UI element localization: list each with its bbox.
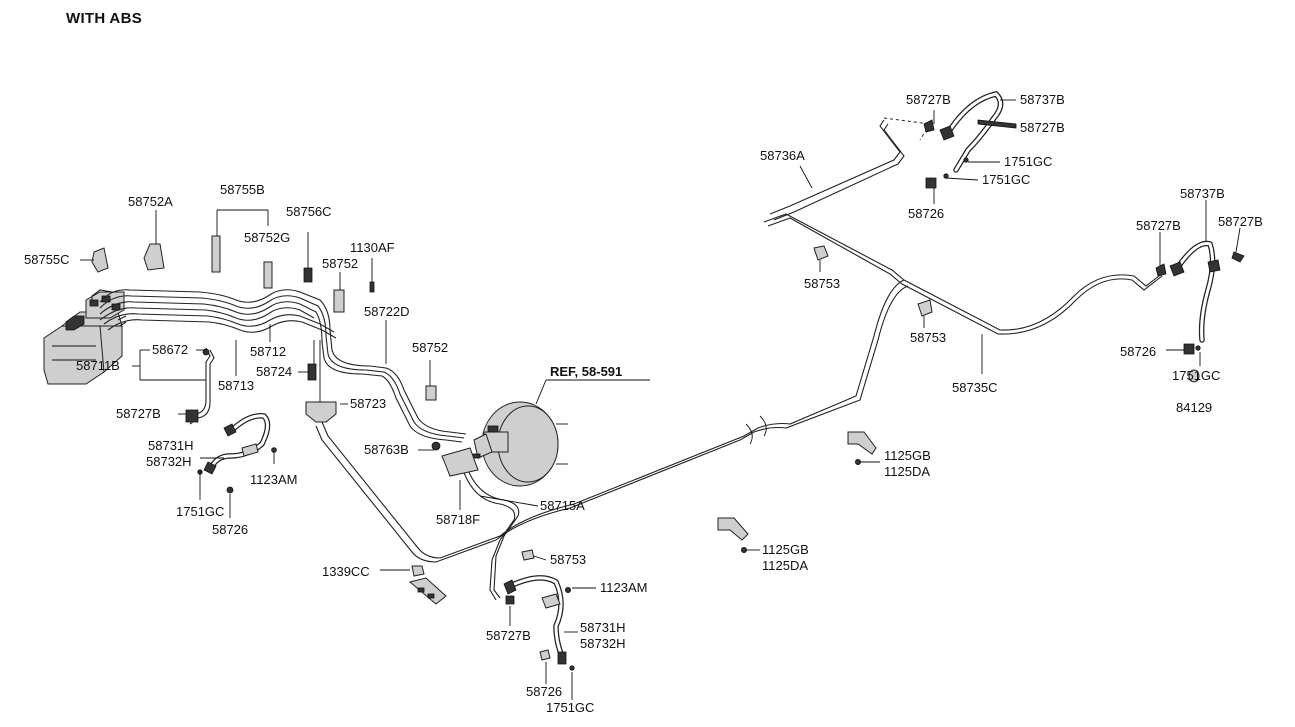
label-58726-bottom: 58726 — [526, 684, 562, 699]
label-58752a: 58752A — [128, 194, 173, 209]
pipe-clips — [91, 235, 933, 605]
label-1125gb-2: 1125GB — [762, 542, 809, 557]
label-58737b-right: 58737B — [1180, 186, 1225, 201]
label-1123am-bottom: 1123AM — [600, 580, 647, 595]
label-58711b: 58711B — [76, 358, 120, 373]
label-1751gc-top-2: 1751GC — [982, 172, 1030, 187]
label-58723: 58723 — [350, 396, 386, 411]
label-58755b: 58755B — [220, 182, 265, 197]
label-58727b-top: 58727B — [906, 92, 951, 107]
label-58752-lower: 58752 — [412, 340, 448, 355]
label-58763b: 58763B — [364, 442, 409, 457]
label-58732h-left: 58732H — [146, 454, 192, 469]
label-58724: 58724 — [256, 364, 292, 379]
label-58713: 58713 — [218, 378, 254, 393]
label-84129: 84129 — [1176, 400, 1212, 415]
label-58731h-left: 58731H — [148, 438, 194, 453]
part-labels: 58727B 58737B 58727B 58736A 1751GC 1751G… — [24, 92, 1263, 715]
label-1125gb-1: 1125GB — [884, 448, 931, 463]
rear-brake-pipe — [315, 279, 909, 601]
label-58727b-left: 58727B — [116, 406, 161, 421]
label-58753-right-2: 58753 — [910, 330, 946, 345]
rear-hose-assembly-lower — [503, 575, 575, 671]
label-58731h-bottom: 58731H — [580, 620, 626, 635]
label-ref-58-591: REF, 58-591 — [550, 364, 622, 379]
label-1123am-left: 1123AM — [250, 472, 297, 487]
label-1751gc-right: 1751GC — [1172, 368, 1220, 383]
label-1125da-1: 1125DA — [884, 464, 930, 479]
label-58722d: 58722D — [364, 304, 410, 319]
label-58727b-bottom: 58727B — [486, 628, 531, 643]
label-58718f: 58718F — [436, 512, 480, 527]
label-58752g: 58752G — [244, 230, 290, 245]
label-58712: 58712 — [250, 344, 286, 359]
leader-lines — [80, 99, 1241, 700]
label-58715a: 58715A — [540, 498, 585, 513]
right-front-hose-assembly — [923, 90, 1017, 189]
label-1339cc: 1339CC — [322, 564, 370, 579]
label-58672: 58672 — [152, 342, 188, 357]
front-right-brake-pipe — [763, 117, 1165, 335]
brake-pipe-bundle — [91, 289, 467, 443]
left-front-hose-assembly — [185, 347, 277, 494]
label-1125da-2: 1125DA — [762, 558, 808, 573]
label-58727b-right-1: 58727B — [1136, 218, 1181, 233]
label-58732h-bottom: 58732H — [580, 636, 626, 651]
label-58753-right-1: 58753 — [804, 276, 840, 291]
label-1751gc-top-1: 1751GC — [1004, 154, 1052, 169]
label-58753-bottom: 58753 — [550, 552, 586, 567]
label-58737b-top: 58737B — [1020, 92, 1065, 107]
label-58735c: 58735C — [952, 380, 998, 395]
brake-booster-master-cylinder — [441, 401, 568, 487]
label-1130af: 1130AF — [350, 240, 395, 255]
label-58726-right: 58726 — [1120, 344, 1156, 359]
right-rear-hose-assembly — [1155, 240, 1245, 383]
label-58727b-top-right: 58727B — [1020, 120, 1065, 135]
label-58726-top: 58726 — [908, 206, 944, 221]
label-58736a: 58736A — [760, 148, 805, 163]
label-1751gc-bottom: 1751GC — [546, 700, 594, 715]
label-58727b-right-2: 58727B — [1218, 214, 1263, 229]
label-58755c: 58755C — [24, 252, 70, 267]
label-1751gc-left: 1751GC — [176, 504, 224, 519]
page-title: WITH ABS — [66, 10, 143, 27]
label-58756c: 58756C — [286, 204, 332, 219]
label-58752-upper: 58752 — [322, 256, 358, 271]
label-58726-left: 58726 — [212, 522, 248, 537]
